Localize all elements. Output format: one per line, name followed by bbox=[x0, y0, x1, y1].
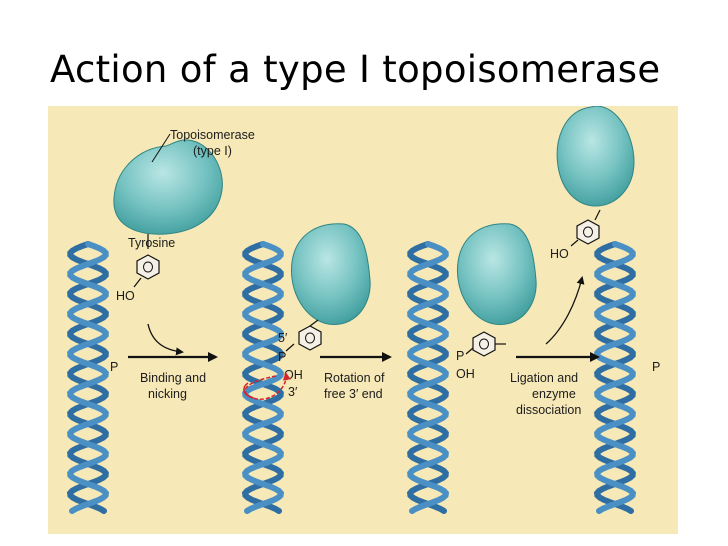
step2-label-line2: free 3′ end bbox=[324, 387, 383, 401]
curved-approach-arrow bbox=[147, 323, 184, 356]
dna-strand bbox=[67, 241, 110, 514]
label-p-mid: P bbox=[278, 350, 286, 364]
dna-helix-4 bbox=[593, 241, 637, 514]
tyrosine-ring-3 bbox=[472, 331, 496, 357]
label-three-prime: 3′ bbox=[288, 385, 298, 399]
step3-label-line3: dissociation bbox=[516, 403, 581, 417]
dna-strand bbox=[242, 241, 285, 514]
tyrosine-link-2 bbox=[285, 343, 295, 352]
label-ho-left: HO bbox=[116, 289, 135, 303]
dna-strand bbox=[593, 241, 636, 514]
dna-strand bbox=[407, 241, 450, 514]
tyrosine-bond-4 bbox=[594, 209, 601, 221]
topoisomerase-enzyme-rotated bbox=[456, 223, 537, 325]
dna-strand bbox=[406, 241, 449, 514]
topoisomerase-figure: Topoisomerase (type I) Tyrosine HO P Bin… bbox=[48, 106, 678, 534]
enzyme-pointer-line bbox=[151, 133, 171, 163]
tyrosine-ring-2 bbox=[298, 325, 322, 351]
rotation-arrow bbox=[244, 372, 291, 401]
dna-strand bbox=[594, 241, 637, 514]
tyrosine-oh-bond-4 bbox=[570, 239, 579, 247]
topoisomerase-enzyme-bound bbox=[290, 223, 371, 325]
dna-helix-3 bbox=[406, 241, 450, 514]
step2-label-line1: Rotation of bbox=[324, 371, 385, 385]
step1-label-line2: nicking bbox=[148, 387, 187, 401]
tyrosine-bond-2 bbox=[309, 319, 319, 327]
label-ho-right: HO bbox=[550, 247, 569, 261]
step3-label-line1: Ligation and bbox=[510, 371, 578, 385]
topoisomerase-enzyme-released bbox=[556, 106, 635, 207]
label-five-prime: 5′ bbox=[278, 331, 288, 345]
label-enzyme-name: Topoisomerase bbox=[170, 128, 255, 142]
dna-strand bbox=[66, 241, 109, 514]
label-p-left: P bbox=[110, 360, 118, 374]
rotation-arrow-back bbox=[243, 382, 254, 399]
step3-label-line2: enzyme bbox=[532, 387, 576, 401]
tyrosine-ring-1 bbox=[136, 254, 160, 280]
label-p-right: P bbox=[652, 360, 660, 374]
tyrosine-ring-4 bbox=[576, 219, 600, 245]
release-arrow bbox=[545, 276, 585, 345]
dna-helix-2 bbox=[241, 241, 285, 514]
step1-label-line1: Binding and bbox=[140, 371, 206, 385]
tyrosine-link-3 bbox=[465, 347, 474, 355]
tyrosine-oh-bond-1 bbox=[133, 277, 142, 288]
dna-helix-1 bbox=[66, 241, 110, 514]
topoisomerase-enzyme-free bbox=[113, 139, 223, 235]
label-enzyme-type: (type I) bbox=[193, 144, 232, 158]
slide-title: Action of a type I topoisomerase bbox=[50, 48, 661, 91]
label-oh-third: OH bbox=[456, 367, 475, 381]
label-tyrosine: Tyrosine bbox=[128, 236, 175, 250]
dna-strand bbox=[241, 241, 284, 514]
label-p-third: P bbox=[456, 349, 464, 363]
